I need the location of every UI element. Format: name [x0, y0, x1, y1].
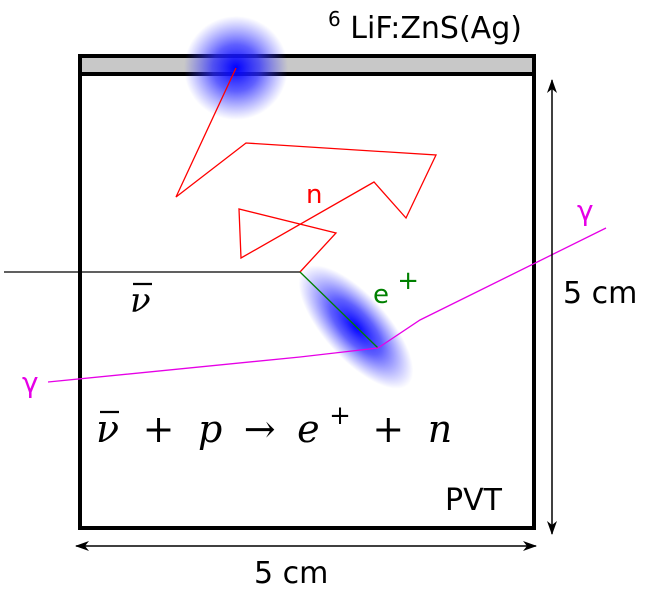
positron-track	[299, 271, 379, 349]
reaction-equation: ν + p → e + + n	[96, 391, 452, 451]
scintillator-layer-text: LiF:ZnS(Ag)	[350, 11, 522, 46]
neutron-label: n	[306, 180, 322, 210]
scintillator-layer-superscript: 6	[328, 7, 341, 31]
gamma-label-upper: γ	[577, 194, 594, 227]
neutron-track	[175, 67, 437, 273]
scintillator-layer-label: 6 LiF:ZnS(Ag)	[328, 0, 522, 46]
equation-positron: e	[297, 407, 320, 451]
gamma-track-lower	[47, 347, 379, 383]
equation-antineutrino: ν	[96, 407, 119, 451]
positron-label: e +	[373, 266, 419, 310]
positron-label-charge: +	[397, 266, 419, 296]
positron-label-base: e	[373, 280, 389, 310]
gamma-label-lower: γ	[22, 366, 39, 399]
scintillator-layer	[78, 54, 536, 76]
equation-neutron: n	[428, 407, 452, 451]
equation-proton: p	[198, 407, 222, 451]
pvt-label: PVT	[445, 483, 503, 518]
equation-plus-2: +	[372, 407, 404, 451]
equation-plus-1: +	[143, 407, 175, 451]
width-dimension-label: 5 cm	[254, 556, 328, 591]
equation-text: ν + p → e + + n	[96, 391, 452, 451]
equation-arrow: →	[244, 407, 276, 451]
equation-positron-charge: +	[329, 401, 351, 431]
antineutrino-label: ν	[130, 281, 151, 321]
gamma-track-upper	[377, 227, 607, 349]
height-dimension-label: 5 cm	[563, 276, 637, 311]
